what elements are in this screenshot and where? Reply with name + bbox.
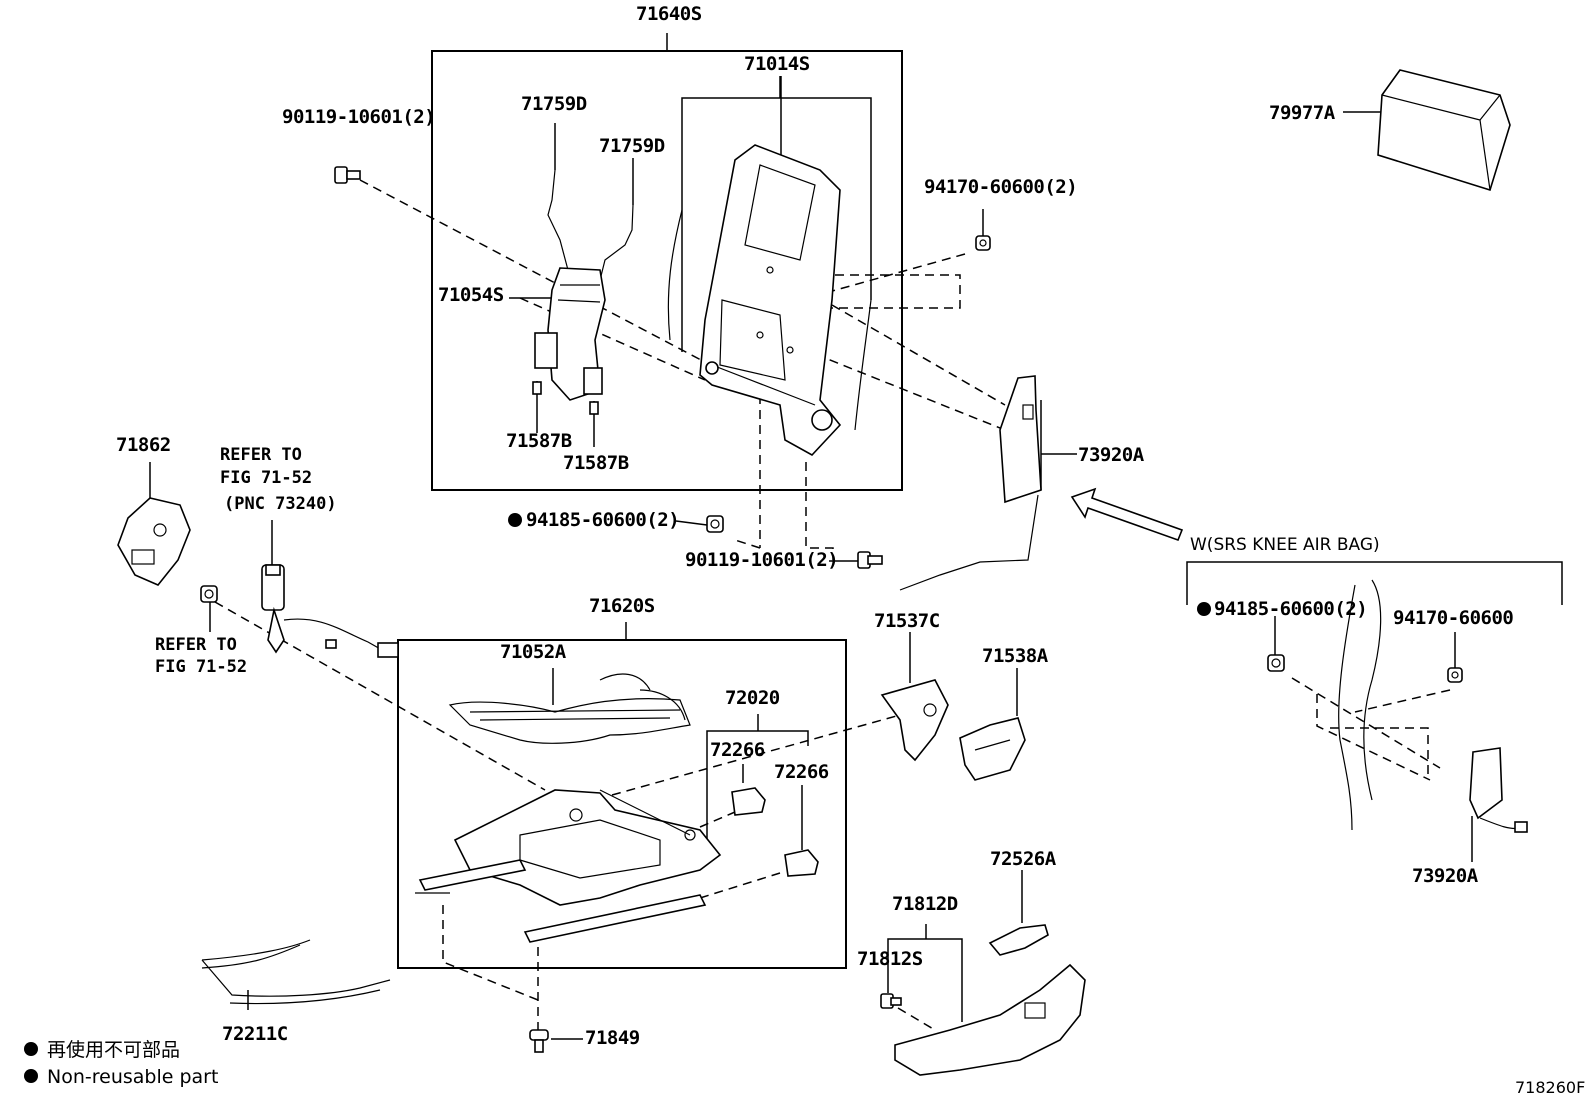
label-79977a: 79977A — [1269, 102, 1336, 124]
label-71759d: 71759D — [521, 93, 587, 115]
seat-cushion-frame-group-box — [397, 639, 847, 969]
label-94185-mid: 94185-60600(2) — [526, 509, 679, 531]
label-72266: 72266 — [710, 739, 765, 761]
seatback-side-wire-b-icon — [854, 299, 872, 431]
side-airbag-73920a-icon — [899, 375, 1042, 591]
label-71620s: 71620S — [589, 595, 655, 617]
label-72526a: 72526A — [990, 848, 1057, 870]
label-94170-knee: 94170-60600 — [1393, 607, 1513, 629]
wire-72211c-icon — [201, 939, 391, 1005]
non-reusable-marker-icon — [508, 513, 522, 527]
view-direction-arrow-icon — [1070, 487, 1184, 542]
label-73920a: 73920A — [1078, 444, 1145, 466]
seat-cushion-frame-71620s-icon — [415, 789, 722, 943]
label-71587b: 71587B — [506, 430, 572, 452]
knee-airbag-frame-icon — [1338, 579, 1382, 831]
label-71812s: 71812S — [857, 948, 923, 970]
label-71640s: 71640S — [636, 3, 702, 25]
side-shield-71812d-icon — [894, 963, 1086, 1076]
nut-94170-knee-icon — [1447, 667, 1463, 683]
refer-lower-line2: FIG 71-52 — [155, 657, 247, 677]
bolt-90119-b-icon — [857, 551, 883, 569]
label-72266-b: 72266 — [774, 761, 829, 783]
figure-id: 718260F — [1515, 1078, 1585, 1097]
label-71587b-b: 71587B — [563, 452, 629, 474]
label-71862: 71862 — [116, 434, 171, 456]
seatback-side-wire-icon — [667, 209, 683, 341]
seat-spring-71052a-icon — [448, 673, 691, 744]
label-72020: 72020 — [725, 687, 780, 709]
label-71014s: 71014S — [744, 53, 810, 75]
bolt-90119-icon — [334, 166, 361, 184]
label-94170-top: 94170-60600(2) — [924, 176, 1077, 198]
refer-upper-line1: REFER TO — [220, 445, 302, 465]
clip-71849-icon — [529, 1029, 549, 1053]
label-71759d-b: 71759D — [599, 135, 665, 157]
nut-refer-icon — [200, 585, 218, 603]
clip-71587b-b-icon — [589, 401, 599, 415]
refer-upper-line3: (PNC 73240) — [224, 494, 337, 514]
legend-japanese: 再使用不可部品 — [47, 1039, 180, 1061]
refer-upper-line2: FIG 71-52 — [220, 468, 312, 488]
non-reusable-marker-knee-icon — [1197, 602, 1211, 616]
label-94185-knee: 94185-60600(2) — [1214, 598, 1367, 620]
sensor-72266-icon — [731, 787, 766, 816]
seatbelt-buckle-icon — [261, 564, 399, 658]
label-90119-top: 90119-10601(2) — [282, 106, 435, 128]
label-71054s: 71054S — [438, 284, 504, 306]
spring-wire-71759d-b-icon — [599, 204, 634, 281]
knee-airbag-73920a-icon — [1469, 747, 1528, 833]
nut-94185-icon — [706, 515, 724, 533]
spring-wire-71759d-icon — [547, 169, 569, 271]
label-71538a: 71538A — [982, 645, 1049, 667]
clip-71587b-icon — [532, 381, 542, 395]
label-71849: 71849 — [585, 1027, 640, 1049]
legend-english: Non-reusable part — [47, 1066, 218, 1088]
frame-subgroup-bracket — [681, 97, 872, 352]
legend-bullet-b-icon — [24, 1069, 38, 1083]
label-71537c: 71537C — [874, 610, 940, 632]
knee-airbag-variant-bracket — [1186, 561, 1563, 605]
refer-lower-line1: REFER TO — [155, 635, 237, 655]
screw-71812s-icon — [880, 993, 902, 1009]
label-72211c: 72211C — [222, 1023, 288, 1045]
handle-72526a-icon — [988, 924, 1049, 956]
cover-71537c-icon — [880, 679, 949, 762]
sensor-72266-b-icon — [784, 849, 819, 877]
nut-94185-knee-icon — [1267, 654, 1285, 672]
legend-bullet-icon — [24, 1042, 38, 1056]
label-71812d: 71812D — [892, 893, 958, 915]
cover-71538a-icon — [959, 717, 1026, 781]
label-73920a-knee: 73920A — [1412, 865, 1479, 887]
variant-note: W(SRS KNEE AIR BAG) — [1190, 535, 1380, 555]
label-90119-mid: 90119-10601(2) — [685, 549, 838, 571]
lumbar-support-71054s-icon — [534, 267, 606, 401]
nut-94170-icon — [975, 235, 991, 251]
seatback-frame-71014s-icon — [699, 144, 842, 457]
seatback-board-79977a-icon — [1377, 69, 1511, 192]
recliner-cover-71862-icon — [117, 497, 191, 586]
label-71052a: 71052A — [500, 641, 567, 663]
